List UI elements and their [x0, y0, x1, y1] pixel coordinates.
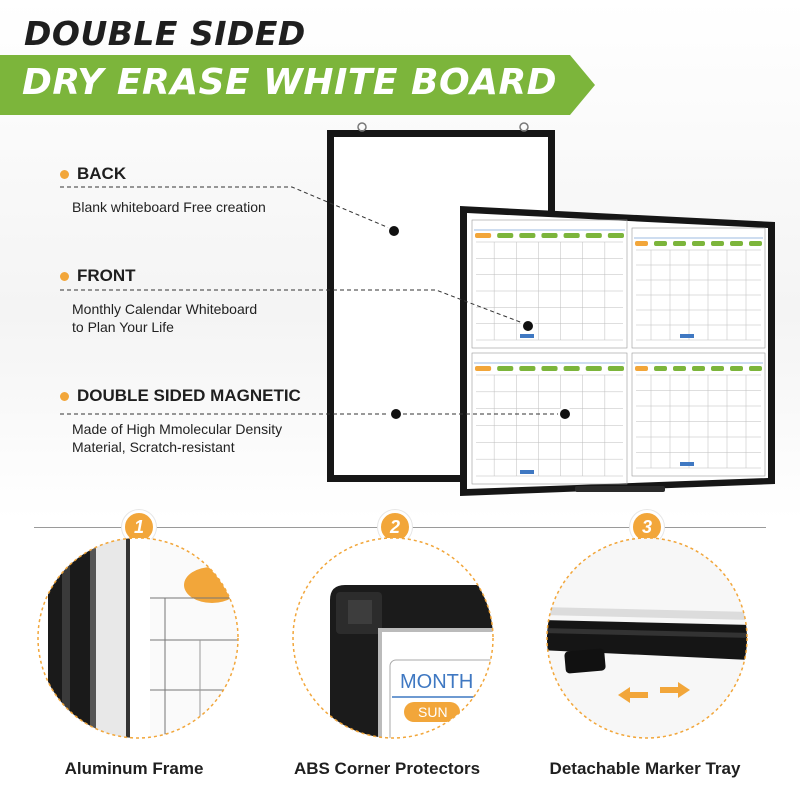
product-illustration [60, 122, 775, 496]
callout-description: Made of High Mmolecular Density Material… [72, 421, 283, 455]
zoom-month-text: MONTH [400, 671, 473, 693]
bullet-dot [60, 391, 69, 401]
callout-description: Monthly Calendar Whiteboard to Plan Your… [72, 301, 258, 335]
callout-heading: FRONT [77, 266, 136, 285]
title-banner [0, 55, 595, 115]
feature-number-badge: 1 [122, 510, 156, 544]
zoom-day-text: SUN [418, 704, 448, 720]
callout-heading: BACK [77, 164, 127, 183]
marker-tray [575, 486, 665, 492]
callout-front: FRONT Monthly Calendar Whiteboard to Pla… [60, 266, 257, 336]
callout-back: BACK Blank whiteboard Free creation [60, 164, 266, 216]
bullet-dot [60, 169, 69, 179]
callout-heading: DOUBLE SIDED MAGNETIC [77, 386, 301, 405]
callout-magnetic: DOUBLE SIDED MAGNETIC Made of High Mmole… [60, 386, 301, 456]
front-board [460, 206, 775, 496]
hanging-hook [357, 122, 367, 132]
feature-number-badge: 2 [378, 510, 412, 544]
feature-label-marker-tray: Detachable Marker Tray [549, 759, 741, 778]
slide-arrows-icon [618, 682, 690, 703]
title-line-1: DOUBLE SIDED [24, 14, 306, 53]
callout-description: Blank whiteboard Free creation [72, 199, 266, 215]
feature-label-aluminum-frame: Aluminum Frame [64, 759, 204, 778]
detail-corner-protectors: MONTH SUN [292, 537, 494, 739]
hanging-hook [519, 122, 529, 132]
title-line-2: DRY ERASE WHITE BOARD [22, 62, 558, 103]
callout-leaders [60, 186, 565, 415]
feature-label-corner-protectors: ABS Corner Protectors [293, 759, 481, 778]
callout-markers [387, 224, 572, 421]
detail-aluminum-frame [37, 537, 239, 739]
detail-marker-tray [546, 537, 748, 739]
bullet-dot [60, 271, 69, 281]
feature-number-badge: 3 [630, 510, 664, 544]
